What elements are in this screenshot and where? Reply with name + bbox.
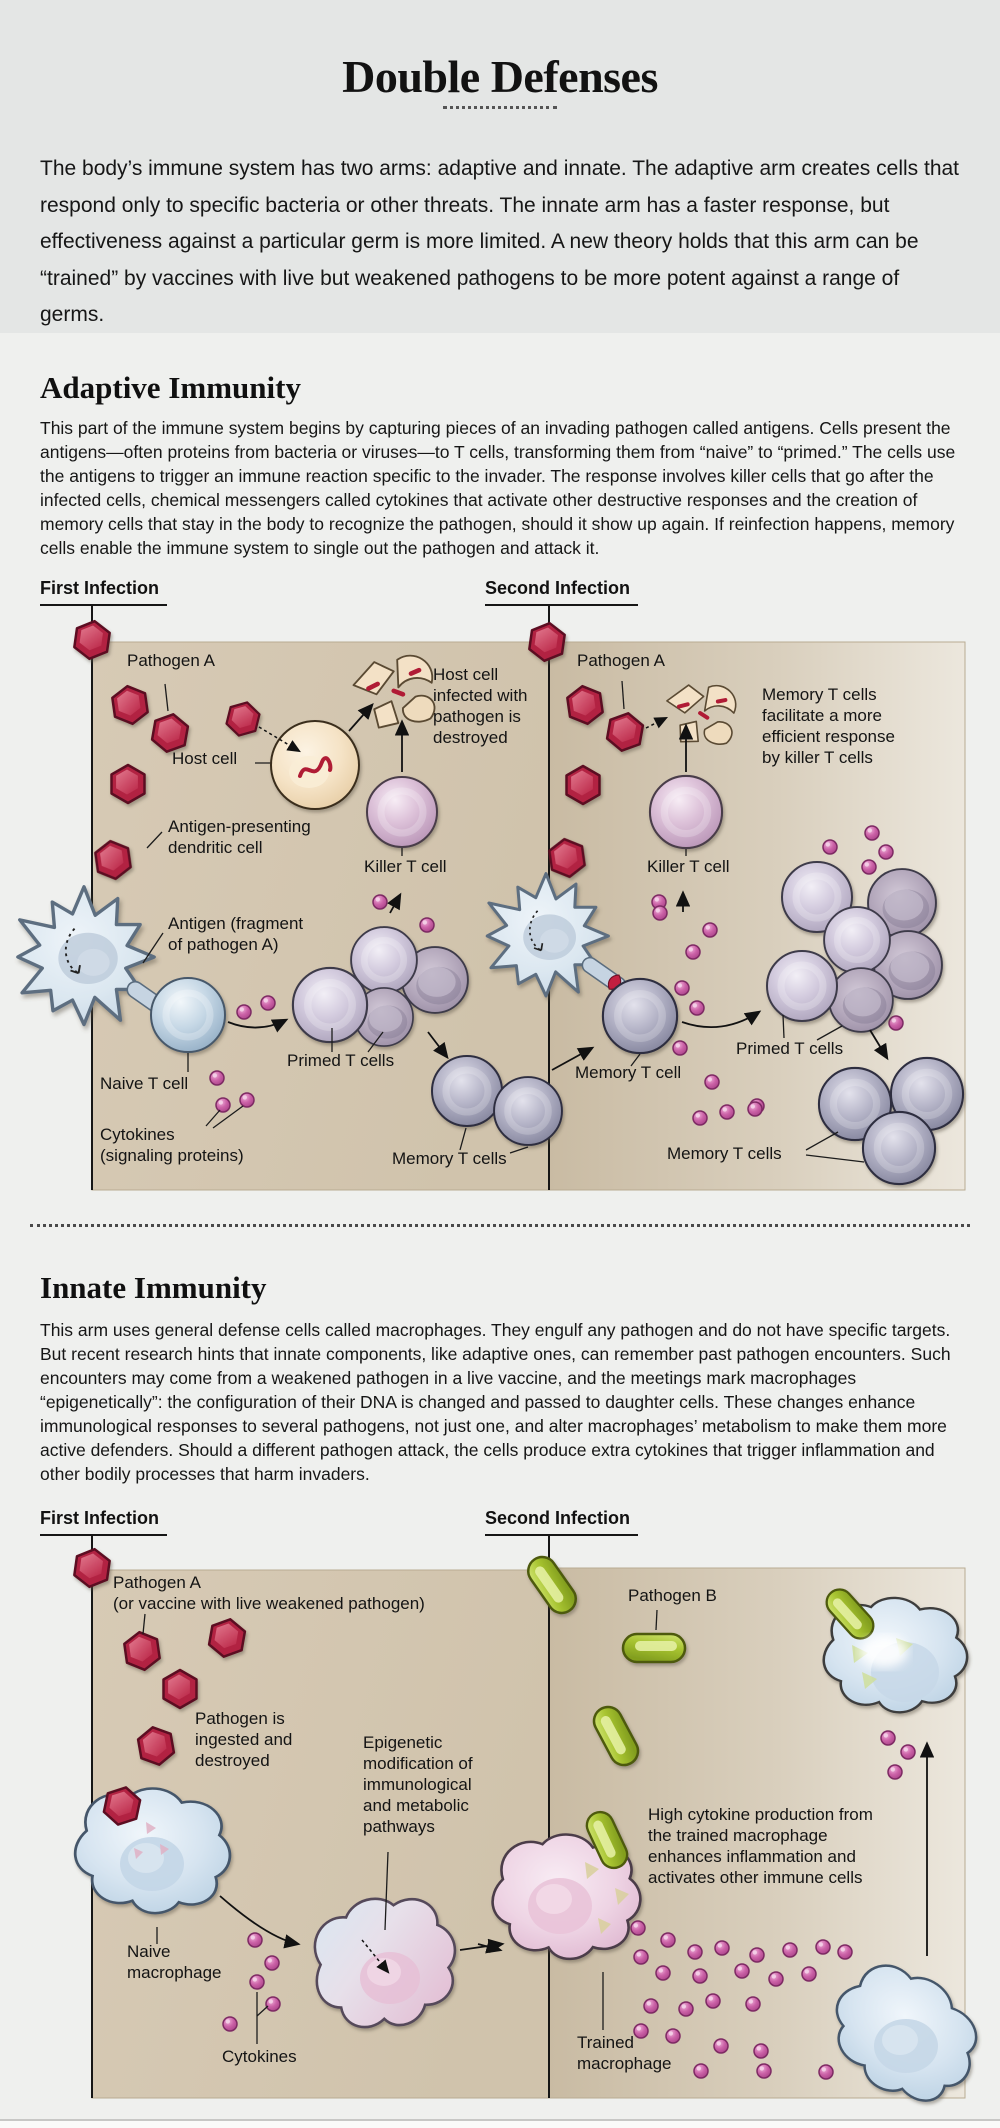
innate-heading: Innate Immunity — [40, 1269, 267, 1305]
cytokine-dot — [419, 917, 435, 933]
innate-first-infection-title: First Infection — [40, 1508, 168, 1536]
section-divider — [30, 1224, 970, 1227]
cytokines-label: Cytokines — [222, 2047, 297, 2066]
host-cell-label: Host cell — [172, 749, 238, 768]
memory-t-cell-icon — [603, 979, 677, 1053]
primed-t-cells-label: Primed T cells — [287, 1051, 395, 1070]
adaptive-first-infection-title: First Infection — [40, 578, 168, 606]
trained-macrophage-engulfing-icon — [818, 1583, 974, 1720]
header-block: Double Defenses The body’s immune system… — [0, 0, 1000, 333]
adaptive-second-infection-title: Second Infection — [485, 578, 639, 606]
trained-macrophage-icon — [486, 1806, 648, 1968]
innate-second-infection-title: Second Infection — [485, 1508, 639, 1536]
epigenetic-label: Epigenetic modification of immunological… — [363, 1733, 473, 1836]
innate-first-scene — [66, 1545, 505, 2044]
killer-t-cell-icon — [367, 777, 437, 847]
trained-arrow-into — [477, 1939, 503, 1954]
destroy-arrow — [348, 702, 374, 732]
page-title: Double Defenses — [342, 50, 658, 102]
adaptive-first-scene — [16, 617, 562, 1154]
innate-second-scene — [477, 1550, 1000, 2127]
priming-arrow — [227, 1018, 289, 1033]
memory-t-cells-label: Memory T cells — [667, 1144, 782, 1163]
naive-macrophage-label: Naive macrophage — [127, 1942, 222, 1982]
training-arrow — [219, 1895, 301, 1949]
memory-t-cells-label: Memory T cells — [392, 1149, 507, 1168]
bottom-border — [0, 2119, 1000, 2121]
host-destroyed-label: Host cell infected with pathogen is dest… — [433, 665, 528, 747]
vaccine-note-label: (or vaccine with live weakened pathogen) — [113, 1594, 425, 1613]
activation-arrow — [387, 892, 402, 914]
adaptive-second-scene — [485, 619, 963, 1184]
bottom-margin — [0, 2121, 1000, 2128]
pathogen-a-label: Pathogen A — [113, 1573, 201, 1592]
infection-arrow — [258, 726, 301, 753]
memory-arrow — [427, 1031, 449, 1060]
recall-arrow — [551, 1046, 595, 1071]
pathogen-a-label: Pathogen A — [127, 651, 215, 670]
infection-arrow — [645, 716, 669, 729]
primed-t-cells-label: Primed T cells — [736, 1039, 844, 1058]
naive-t-cell-label: Naive T cell — [100, 1074, 189, 1093]
adaptive-description: This part of the immune system begins by… — [40, 417, 956, 558]
naive-macrophage-icon — [66, 1777, 240, 1924]
antigen-label: Antigen (fragment of pathogen A) — [168, 914, 304, 954]
dendritic-cell-label: Antigen-presenting dendritic cell — [168, 817, 311, 857]
pathogen-a-label: Pathogen A — [577, 651, 665, 670]
memory-arrow — [869, 1029, 889, 1061]
cytokine-dot — [372, 894, 388, 910]
host-cell-icon — [270, 720, 360, 810]
activated-immune-cell-icon — [810, 1941, 1000, 2127]
killer-t-cell-icon — [650, 776, 722, 848]
cytokines-label: Cytokines (signaling proteins) — [100, 1125, 244, 1165]
title-divider — [443, 106, 557, 109]
naive-t-cell-icon — [151, 978, 225, 1052]
memory-t-cell-label: Memory T cell — [575, 1063, 682, 1082]
epigenetic-arrow — [361, 1939, 390, 1974]
trained-macrophage-label: Trained macrophage — [577, 2033, 672, 2073]
priming-arrow — [681, 1010, 762, 1029]
memory-note-label: Memory T cells facilitate a more efficie… — [762, 685, 895, 767]
intro-paragraph: The body’s immune system has two arms: a… — [40, 157, 960, 326]
ingested-label: Pathogen is ingested and destroyed — [195, 1709, 293, 1770]
high-cytokine-label: High cytokine production from the traine… — [648, 1805, 873, 1887]
innate-description: This arm uses general defense cells call… — [40, 1319, 951, 1484]
adaptive-heading: Adaptive Immunity — [40, 369, 301, 405]
pathogen-b-label: Pathogen B — [628, 1586, 717, 1605]
killer-t-cell-label: Killer T cell — [364, 857, 447, 876]
killer-t-cell-label: Killer T cell — [647, 857, 730, 876]
